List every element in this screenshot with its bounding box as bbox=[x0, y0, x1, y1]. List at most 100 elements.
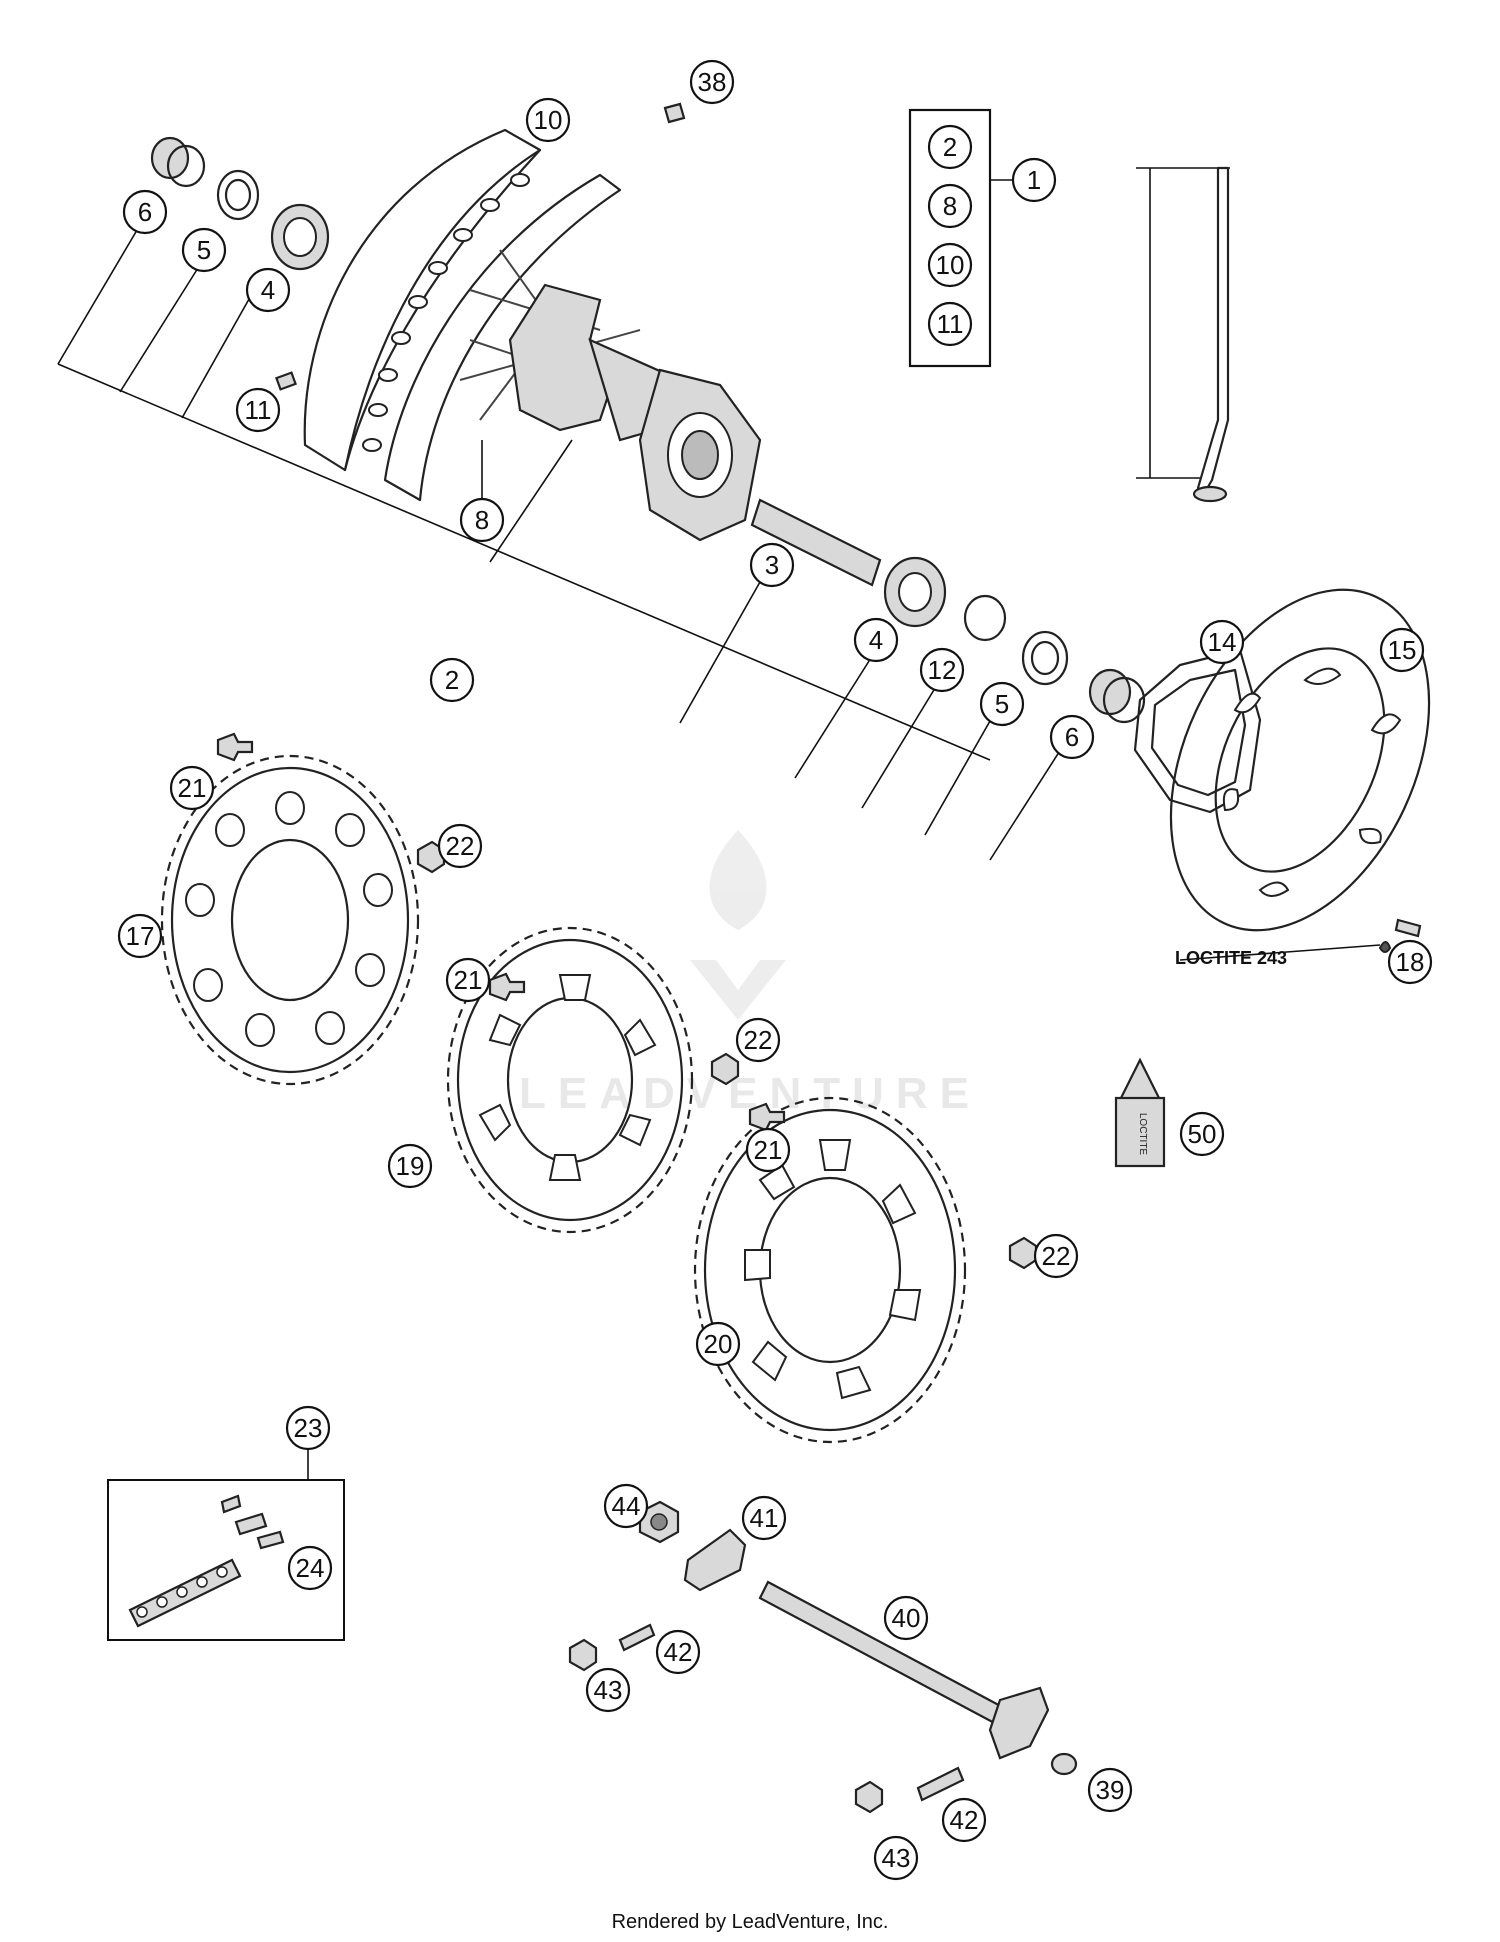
callout-3: 3 bbox=[749, 542, 795, 588]
callout-22c: 22 bbox=[1033, 1233, 1079, 1279]
kit-item: 10 bbox=[936, 250, 965, 280]
callout-label: 43 bbox=[594, 1675, 623, 1705]
callout-label: 2 bbox=[445, 665, 459, 695]
disc-carrier bbox=[1133, 648, 1262, 814]
left-spacer-bearings bbox=[150, 136, 330, 271]
hub bbox=[508, 283, 762, 542]
callout-38: 38 bbox=[689, 59, 735, 105]
kit-box-items: 2 8 10 11 bbox=[927, 124, 973, 347]
callout-39: 39 bbox=[1087, 1767, 1133, 1813]
spoke-nipple bbox=[275, 371, 297, 391]
callout-label: 18 bbox=[1396, 947, 1425, 977]
right-spacer-bearings bbox=[750, 498, 1146, 724]
callout-4b: 4 bbox=[853, 617, 899, 663]
callout-23: 23 bbox=[285, 1405, 331, 1451]
callout-label: 42 bbox=[664, 1637, 693, 1667]
callout-6b: 6 bbox=[1049, 714, 1095, 760]
callout-40: 40 bbox=[883, 1595, 929, 1641]
callout-label: 11 bbox=[245, 395, 272, 425]
callout-22b: 22 bbox=[735, 1017, 781, 1063]
callout-label: 12 bbox=[928, 655, 957, 685]
callout-8: 8 bbox=[459, 497, 505, 543]
sprocket-fasteners bbox=[216, 732, 1038, 1270]
callout-11: 11 bbox=[235, 387, 281, 433]
callout-2: 2 bbox=[429, 657, 475, 703]
callout-17: 17 bbox=[117, 913, 163, 959]
callout-label: 21 bbox=[178, 773, 207, 803]
callout-label: 21 bbox=[754, 1135, 783, 1165]
watermark-text: LEADVENTURE bbox=[519, 1069, 981, 1118]
callout-label: 15 bbox=[1388, 635, 1417, 665]
callout-label: 4 bbox=[869, 625, 883, 655]
callout-10: 10 bbox=[525, 97, 571, 143]
loctite-bottle: LOCTITE bbox=[1114, 1057, 1166, 1168]
callout-42b: 42 bbox=[941, 1797, 987, 1843]
callout-label: 1 bbox=[1027, 165, 1041, 195]
callout-20: 20 bbox=[695, 1321, 741, 1367]
callout-50: 50 bbox=[1179, 1111, 1225, 1157]
sprocket-large bbox=[693, 1096, 967, 1444]
svg-text:LOCTITE: LOCTITE bbox=[1137, 1113, 1148, 1156]
callout-label: 24 bbox=[296, 1553, 325, 1583]
callout-18: 18 bbox=[1387, 939, 1433, 985]
kit-item: 8 bbox=[943, 191, 957, 221]
rim bbox=[303, 128, 681, 502]
callout-label: 5 bbox=[995, 689, 1009, 719]
callout-5: 5 bbox=[181, 227, 227, 273]
callout-22a: 22 bbox=[437, 823, 483, 869]
callout-21b: 21 bbox=[445, 957, 491, 1003]
callout-label: 20 bbox=[704, 1329, 733, 1359]
callout-12: 12 bbox=[919, 647, 965, 693]
footer-credit: Rendered by LeadVenture, Inc. bbox=[612, 1911, 889, 1933]
callout-label: 40 bbox=[892, 1603, 921, 1633]
callout-label: 39 bbox=[1096, 1775, 1125, 1805]
callout-21a: 21 bbox=[169, 765, 215, 811]
callout-label: 38 bbox=[698, 67, 727, 97]
callout-label: 41 bbox=[750, 1503, 779, 1533]
callout-41: 41 bbox=[741, 1495, 787, 1541]
spoke bbox=[1136, 166, 1230, 503]
callout-label: 50 bbox=[1188, 1119, 1217, 1149]
callout-label: 44 bbox=[612, 1491, 641, 1521]
chain-kit-box bbox=[107, 1450, 345, 1641]
callout-19: 19 bbox=[387, 1143, 433, 1189]
callout-4: 4 bbox=[245, 267, 291, 313]
callout-42a: 42 bbox=[655, 1629, 701, 1675]
callout-label: 22 bbox=[446, 831, 475, 861]
assembly-leaders bbox=[57, 224, 1071, 861]
callout-label: 6 bbox=[1065, 722, 1079, 752]
callout-label: 21 bbox=[454, 965, 483, 995]
axle-assembly bbox=[568, 1500, 1078, 1814]
callout-label: 8 bbox=[475, 505, 489, 535]
callout-43b: 43 bbox=[873, 1835, 919, 1881]
callout-label: 14 bbox=[1208, 627, 1237, 657]
callout-label: 3 bbox=[765, 550, 779, 580]
sprocket-small bbox=[160, 754, 420, 1086]
callout-label: 23 bbox=[294, 1413, 323, 1443]
callout-1: 1 bbox=[1011, 157, 1057, 203]
callout-label: 5 bbox=[197, 235, 211, 265]
rim-plug bbox=[663, 102, 686, 124]
sprocket-medium bbox=[446, 926, 694, 1234]
callout-label: 19 bbox=[396, 1151, 425, 1181]
callout-14: 14 bbox=[1199, 619, 1245, 665]
kit-item: 11 bbox=[937, 309, 964, 339]
kit-item: 2 bbox=[943, 132, 957, 162]
callout-6: 6 bbox=[122, 189, 168, 235]
callout-label: 6 bbox=[138, 197, 152, 227]
callout-5b: 5 bbox=[979, 681, 1025, 727]
callout-label: 22 bbox=[744, 1025, 773, 1055]
callout-label: 43 bbox=[882, 1843, 911, 1873]
watermark: LEADVENTURE bbox=[519, 830, 981, 1118]
callout-label: 4 bbox=[261, 275, 275, 305]
callout-44: 44 bbox=[603, 1483, 649, 1529]
callout-15: 15 bbox=[1379, 627, 1425, 673]
loctite-label: LOCTITE 243 bbox=[1175, 948, 1287, 968]
disc-bolt bbox=[1179, 918, 1422, 961]
callout-label: 42 bbox=[950, 1805, 979, 1835]
callout-43a: 43 bbox=[585, 1667, 631, 1713]
callout-label: 10 bbox=[534, 105, 563, 135]
callout-label: 17 bbox=[126, 921, 155, 951]
brake-disc bbox=[1169, 588, 1431, 932]
